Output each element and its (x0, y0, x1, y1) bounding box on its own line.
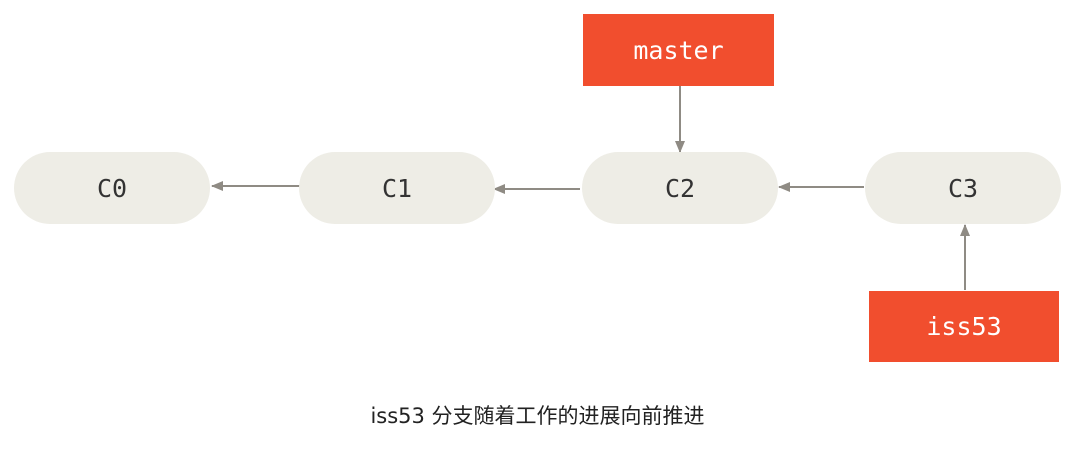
branch-master: master (583, 14, 774, 86)
commit-c3: C3 (865, 152, 1061, 224)
branch-label: iss53 (926, 312, 1002, 341)
commit-c1: C1 (299, 152, 495, 224)
commit-label: C3 (947, 173, 979, 203)
commit-label: C0 (96, 173, 128, 203)
commit-c2: C2 (582, 152, 778, 224)
commit-graph: C0 C1 C2 C3 master iss53 (14, 14, 1061, 362)
branch-iss53: iss53 (869, 291, 1059, 362)
figure-caption: iss53 分支随着工作的进展向前推进 (370, 404, 705, 428)
branch-label: master (633, 35, 724, 65)
commit-c0: C0 (14, 152, 210, 224)
commit-label: C1 (381, 173, 413, 203)
commit-label: C2 (664, 173, 696, 203)
arrow-layer (211, 86, 970, 290)
